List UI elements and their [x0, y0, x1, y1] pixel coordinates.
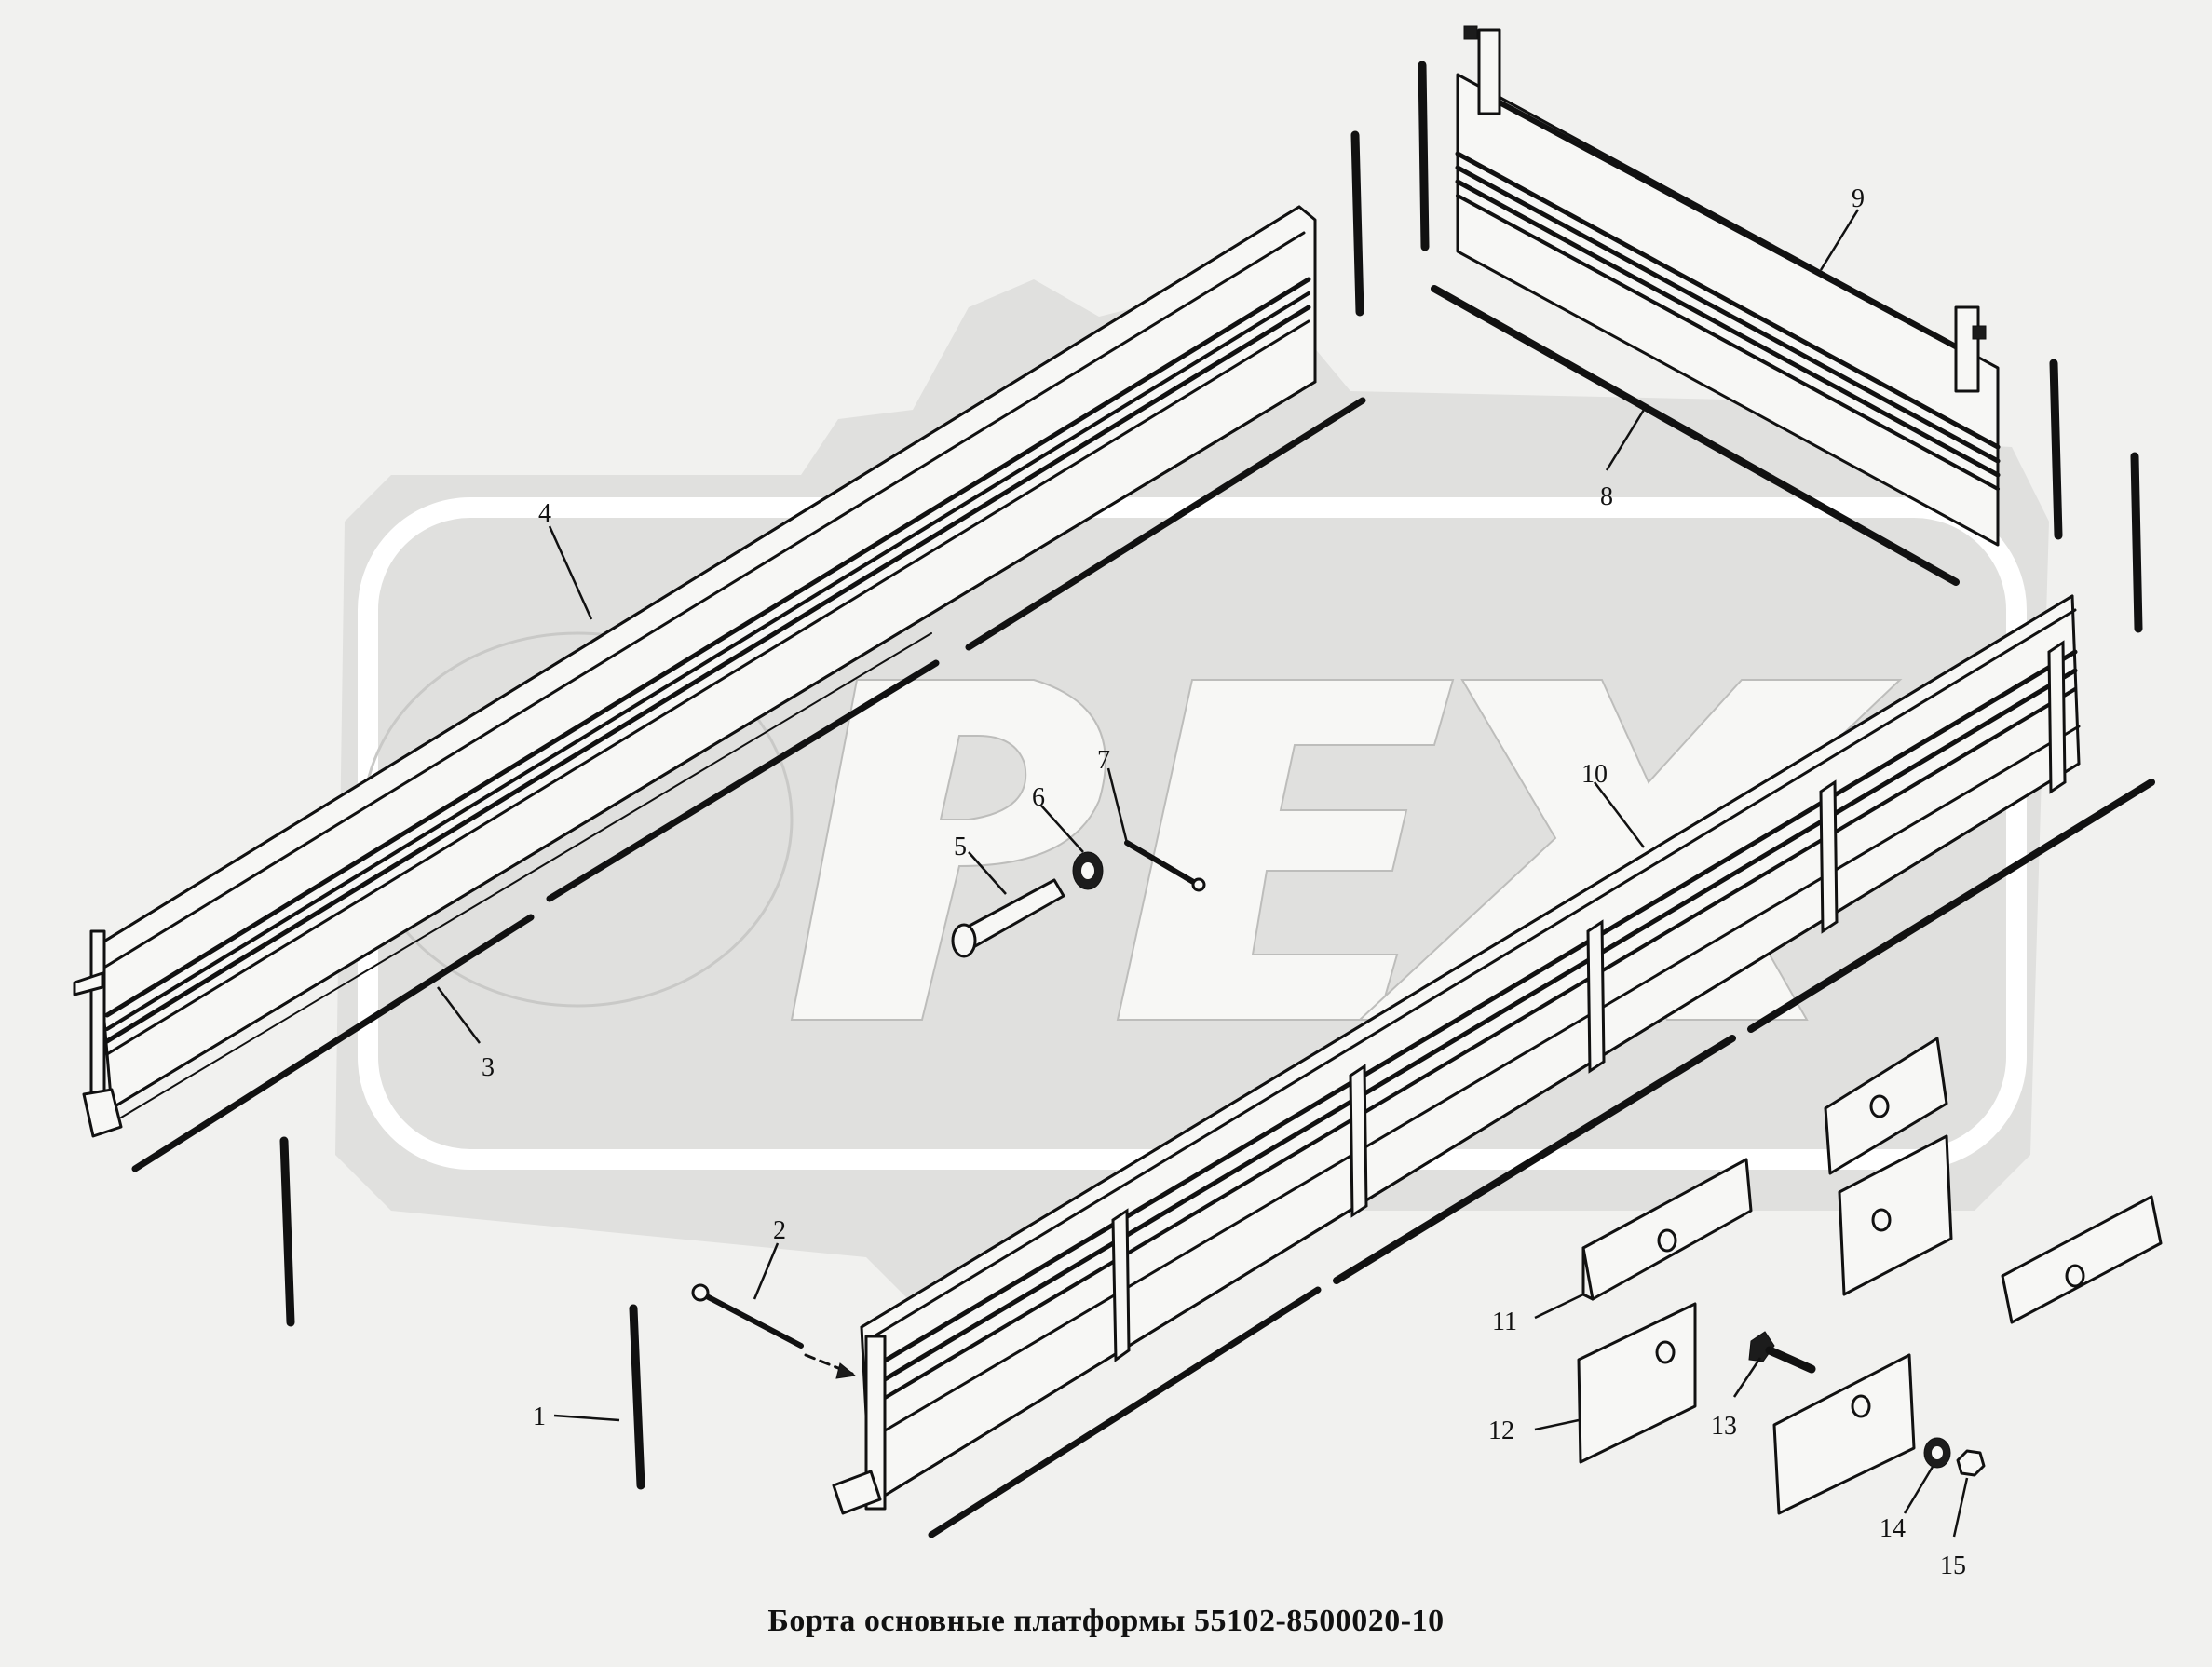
- pin-5: [951, 878, 1065, 958]
- leader-lines: [437, 209, 1969, 1538]
- leader-12: [1534, 1418, 1580, 1431]
- vertical-strips: [279, 61, 2143, 1490]
- leader-14: [1903, 1466, 1934, 1514]
- callout-labels: 1 2 3 4 5 6 7 8 9 10 11 12 13 14 15: [482, 184, 1966, 1580]
- leader-10: [1594, 781, 1645, 848]
- bracket-top-right: [1824, 1037, 1953, 1296]
- callout-3: 3: [482, 1053, 495, 1082]
- pin-2: [691, 1283, 857, 1379]
- leader-6: [1040, 805, 1084, 853]
- leader-8: [1605, 409, 1646, 471]
- callout-12: 12: [1488, 1416, 1514, 1445]
- sill-left-back: [965, 397, 1366, 651]
- callout-8: 8: [1600, 482, 1613, 511]
- callout-6: 6: [1032, 783, 1045, 812]
- callout-1: 1: [533, 1403, 546, 1431]
- side-board-right-posts: [1111, 640, 2067, 1362]
- callout-2: 2: [773, 1216, 786, 1245]
- leader-11: [1534, 1293, 1584, 1320]
- callout-5: 5: [954, 833, 967, 861]
- strip-3-left: [131, 659, 940, 1172]
- bolt-13: [1748, 1331, 1816, 1374]
- leader-7: [1106, 767, 1129, 844]
- bracket-bottom-right: [1772, 1195, 2163, 1515]
- leader-3: [437, 986, 481, 1044]
- washer-6: [1072, 851, 1104, 890]
- watermark-letter-p: [790, 679, 1106, 1021]
- watermark-letter-x: [1357, 679, 1903, 1021]
- side-board-right: [832, 594, 2081, 1515]
- washer-14: [1923, 1437, 1951, 1469]
- front-board: [1455, 25, 2001, 547]
- callout-15: 15: [1940, 1552, 1966, 1580]
- callout-10: 10: [1581, 760, 1608, 789]
- callout-13: 13: [1711, 1412, 1737, 1441]
- leader-1: [553, 1414, 620, 1422]
- callout-4: 4: [538, 499, 551, 528]
- callout-9: 9: [1852, 184, 1865, 213]
- leader-4: [548, 525, 593, 620]
- leader-13: [1732, 1357, 1762, 1398]
- side-board-left: [73, 205, 1317, 1138]
- leader-2: [753, 1242, 780, 1300]
- leader-5: [968, 851, 1007, 895]
- bracket-11: [1581, 1158, 1753, 1301]
- cotter-7: [1124, 840, 1206, 892]
- leader-9: [1819, 209, 1860, 271]
- side-board-left-ribs: [104, 277, 1311, 1056]
- right-sills: [928, 779, 2155, 1538]
- plate-12: [1577, 1302, 1697, 1464]
- watermark-letters: [361, 631, 1903, 1021]
- callout-14: 14: [1880, 1514, 1906, 1543]
- strip-8-front: [1431, 285, 1960, 586]
- leader-15: [1952, 1477, 1969, 1538]
- diagram-caption: Борта основные платформы 55102-8500020-1…: [767, 1604, 1445, 1638]
- callout-7: 7: [1097, 746, 1110, 775]
- callout-11: 11: [1492, 1308, 1517, 1336]
- nut-15: [1956, 1449, 1986, 1477]
